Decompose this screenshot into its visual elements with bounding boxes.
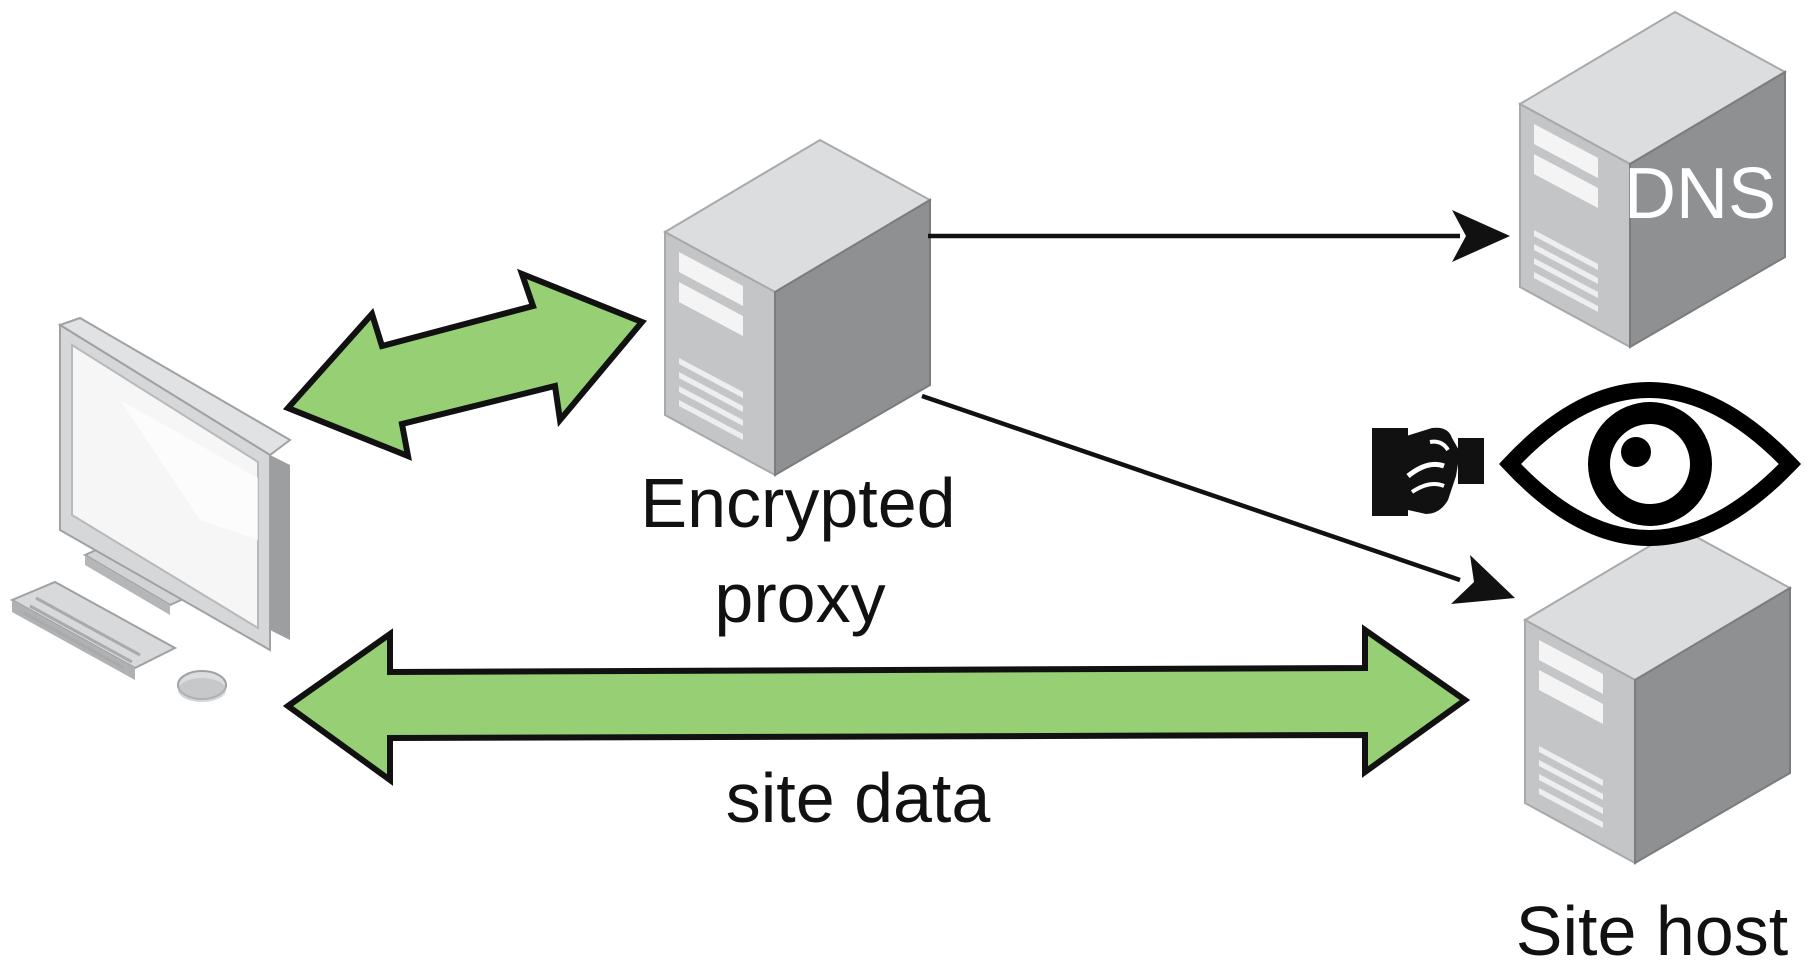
site-host-label: Site host <box>1516 892 1788 965</box>
proxy-to-site-host-arrow <box>921 393 1515 604</box>
proxy-label-line1: Encrypted <box>640 464 955 542</box>
site-data-label: site data <box>726 759 991 837</box>
client-proxy-arrow <box>282 268 647 461</box>
site-host-server-icon <box>1524 527 1791 864</box>
proxy-to-dns-arrow <box>928 210 1510 262</box>
proxy-label-line2: proxy <box>714 559 885 637</box>
site-data-arrow <box>282 624 1471 786</box>
computer-icon <box>9 316 292 702</box>
handshake-icon <box>1372 427 1484 516</box>
eye-icon <box>1499 382 1802 546</box>
dns-label: DNS <box>1624 154 1776 234</box>
proxy-server-icon <box>664 139 931 476</box>
